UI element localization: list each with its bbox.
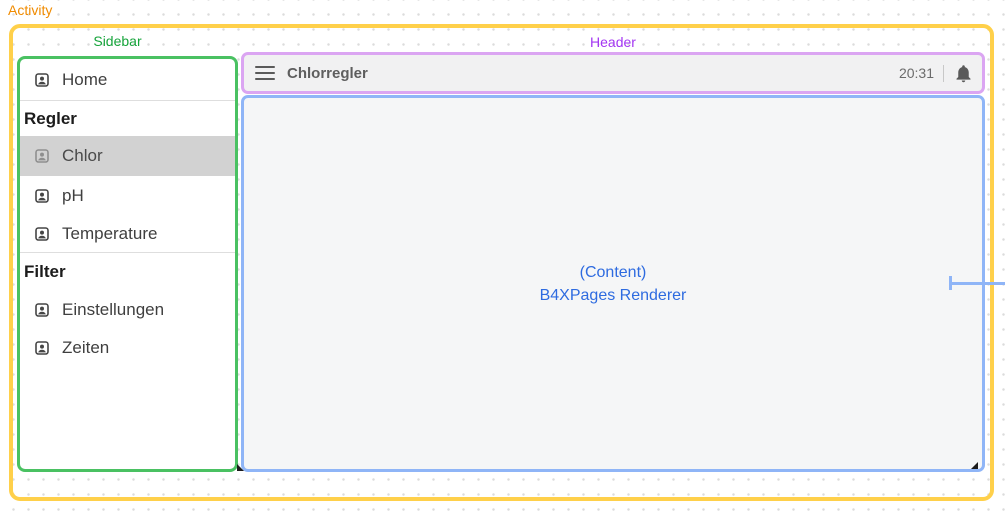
account-box-icon [34, 188, 50, 204]
sidebar-item-zeiten[interactable]: Zeiten [20, 328, 235, 367]
clock-text: 20:31 [898, 65, 934, 81]
resize-grip-bottom-right[interactable] [971, 462, 978, 469]
resize-grip-bottom-left[interactable] [237, 464, 244, 471]
account-box-icon [34, 340, 50, 356]
bell-icon[interactable] [953, 63, 974, 84]
header-bar: Chlorregler 20:31 [241, 52, 985, 94]
hamburger-menu-icon[interactable] [255, 66, 275, 80]
sidebar: Home Regler Chlor [17, 56, 238, 472]
sidebar-divider [20, 252, 235, 253]
sidebar-item-label: Chlor [62, 146, 103, 165]
sidebar-item-ph[interactable]: pH [20, 176, 235, 216]
sidebar-item-home[interactable]: Home [20, 59, 235, 100]
sidebar-item-label: Zeiten [62, 337, 110, 357]
sidebar-section-regler: Regler [20, 101, 235, 136]
sidebar-section-label: Regler [24, 108, 77, 128]
sidebar-section-label: Filter [24, 262, 66, 281]
sidebar-item-einstellungen[interactable]: Einstellungen [20, 291, 235, 328]
account-box-icon [34, 302, 50, 318]
content-placeholder-line2: B4XPages Renderer [539, 286, 687, 304]
sidebar-item-label: pH [62, 186, 84, 205]
sidebar-item-label: Home [62, 69, 108, 89]
sidebar-item-temperature[interactable]: Temperature [20, 216, 235, 252]
content-placeholder-line1: (Content) [579, 263, 647, 281]
content-pane: (Content) B4XPages Renderer [241, 95, 985, 472]
header-divider [943, 64, 944, 82]
sidebar-divider [20, 100, 235, 101]
activity-region-outline [9, 24, 994, 501]
activity-region-label: Activity [8, 2, 53, 18]
sidebar-section-filter: Filter [20, 253, 235, 291]
account-box-icon [34, 148, 50, 164]
sidebar-item-chlor[interactable]: Chlor [20, 136, 235, 176]
sidebar-item-label: Einstellungen [62, 299, 165, 319]
header-region-label: Header [590, 34, 636, 50]
sidebar-region-label: Sidebar [93, 33, 142, 49]
header-title: Chlorregler [287, 64, 368, 82]
account-box-icon [34, 226, 50, 242]
sidebar-item-label: Temperature [62, 224, 158, 243]
account-box-icon [34, 72, 50, 88]
resize-handle-right[interactable] [949, 276, 1005, 290]
